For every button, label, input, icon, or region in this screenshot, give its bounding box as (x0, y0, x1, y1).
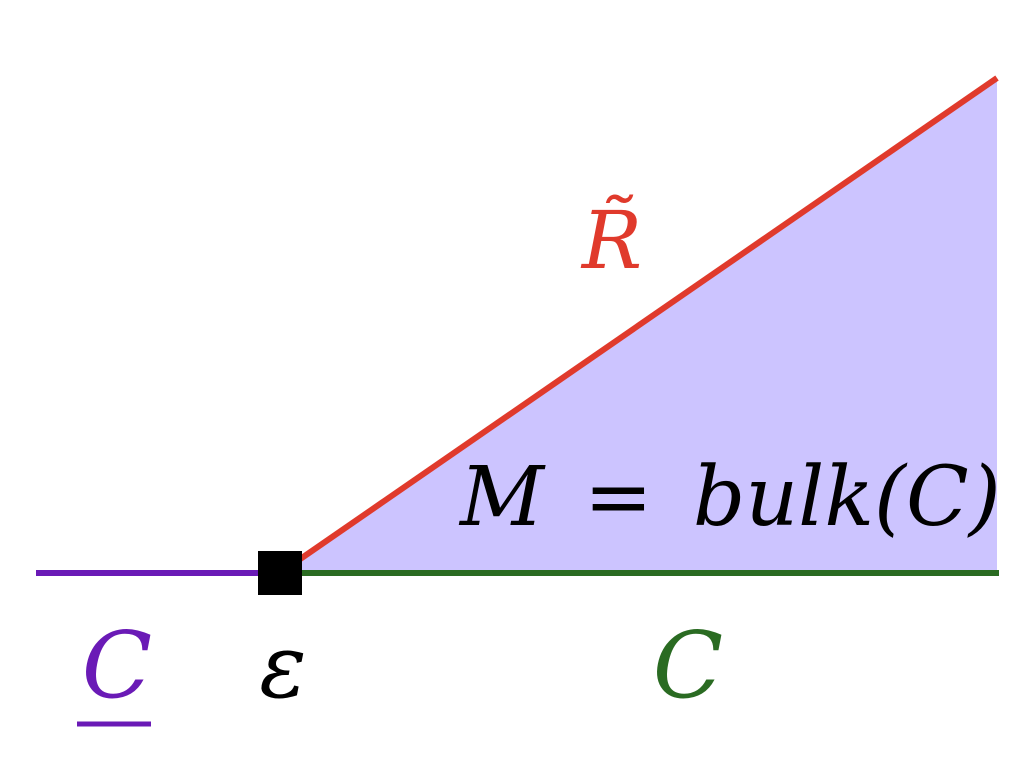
r-boundary-line (278, 75, 999, 576)
epsilon-label: ε (259, 615, 306, 718)
bulk-eq: = (584, 450, 653, 545)
bulk-equation-label: M = bulk(C) (458, 450, 1001, 545)
c-green-label: C (653, 612, 723, 719)
junction-square (258, 551, 302, 595)
r-tilde-label: R̃ (580, 193, 642, 287)
bulk-rhs: bulk(C) (693, 450, 1001, 545)
c-underline-label: C (82, 612, 152, 719)
bulk-lhs: M (458, 450, 546, 545)
